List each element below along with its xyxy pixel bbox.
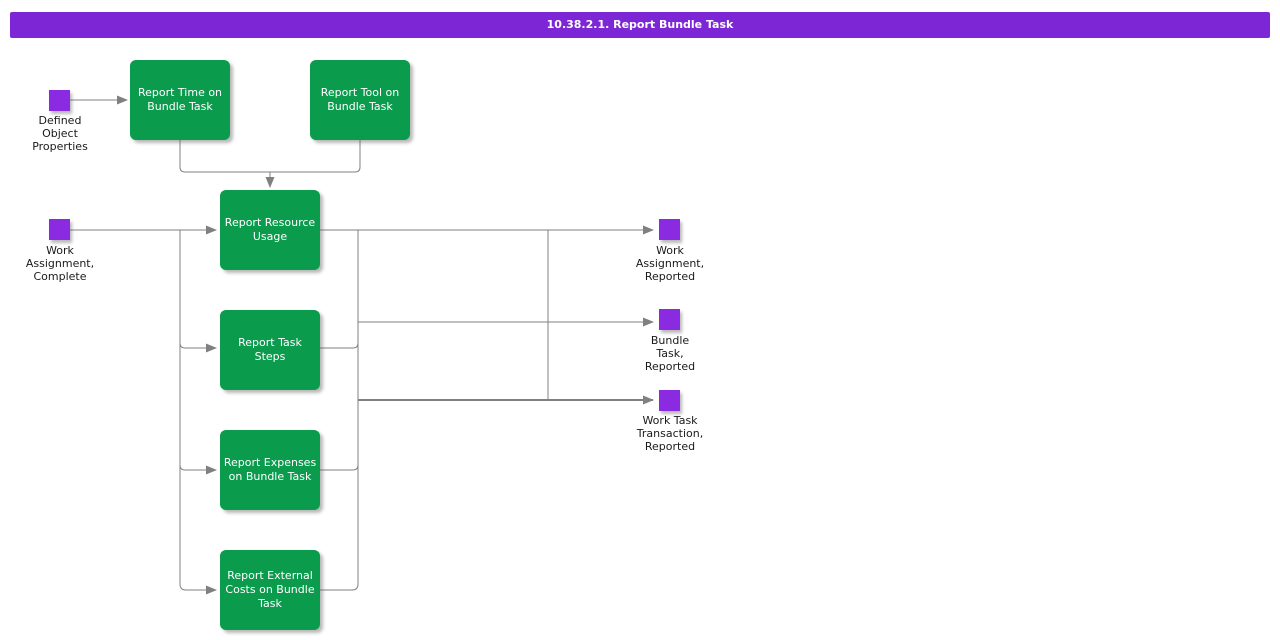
event-work-assignment-complete[interactable] [49,219,70,240]
task-report-time-on-bundle-task[interactable]: Report Time on Bundle Task [130,60,230,140]
task-label: Report Time on Bundle Task [137,86,223,113]
task-label: Report Tool on Bundle Task [320,86,400,113]
connector-lines [70,95,654,595]
task-report-tool-on-bundle-task[interactable]: Report Tool on Bundle Task [310,60,410,140]
task-report-external-costs-on-bundle-task[interactable]: Report External Costs on Bundle Task [220,550,320,630]
connector-external-costs-out [320,583,359,591]
event-work-assignment-reported[interactable] [659,219,680,240]
task-label: Report Task Steps [238,336,302,363]
diagram-title-bar: 10.38.2.1. Report Bundle Task [10,12,1270,38]
event-work-task-transaction-reported[interactable] [659,390,680,411]
event-label-bundle-task-reported: Bundle Task, Reported [644,334,696,373]
connector-merge-top [179,140,361,173]
event-bundle-task-reported[interactable] [659,309,680,330]
connector-left-bus-to-expenses [179,464,217,475]
task-label: Report Expenses on Bundle Task [223,456,317,483]
task-report-resource-usage[interactable]: Report Resource Usage [220,190,320,270]
connector-expenses-out [320,464,359,471]
task-label: Report External Costs on Bundle Task [225,569,315,610]
task-label: Report Resource Usage [224,216,316,243]
task-report-expenses-on-bundle-task[interactable]: Report Expenses on Bundle Task [220,430,320,510]
connector-task-steps-out [320,342,359,349]
connector-left-bus-to-task-steps [179,342,217,353]
diagram-title: 10.38.2.1. Report Bundle Task [546,18,734,31]
event-label-work-task-transaction-reported: Work Task Transaction, Reported [636,414,704,453]
task-report-task-steps[interactable]: Report Task Steps [220,310,320,390]
event-defined-object-properties[interactable] [49,90,70,111]
event-label-work-assignment-complete: Work Assignment, Complete [25,244,95,283]
event-label-work-assignment-reported: Work Assignment, Reported [635,244,705,283]
connector-left-bus-to-external-costs [179,230,217,595]
event-label-defined-object-properties: Defined Object Properties [32,114,88,153]
